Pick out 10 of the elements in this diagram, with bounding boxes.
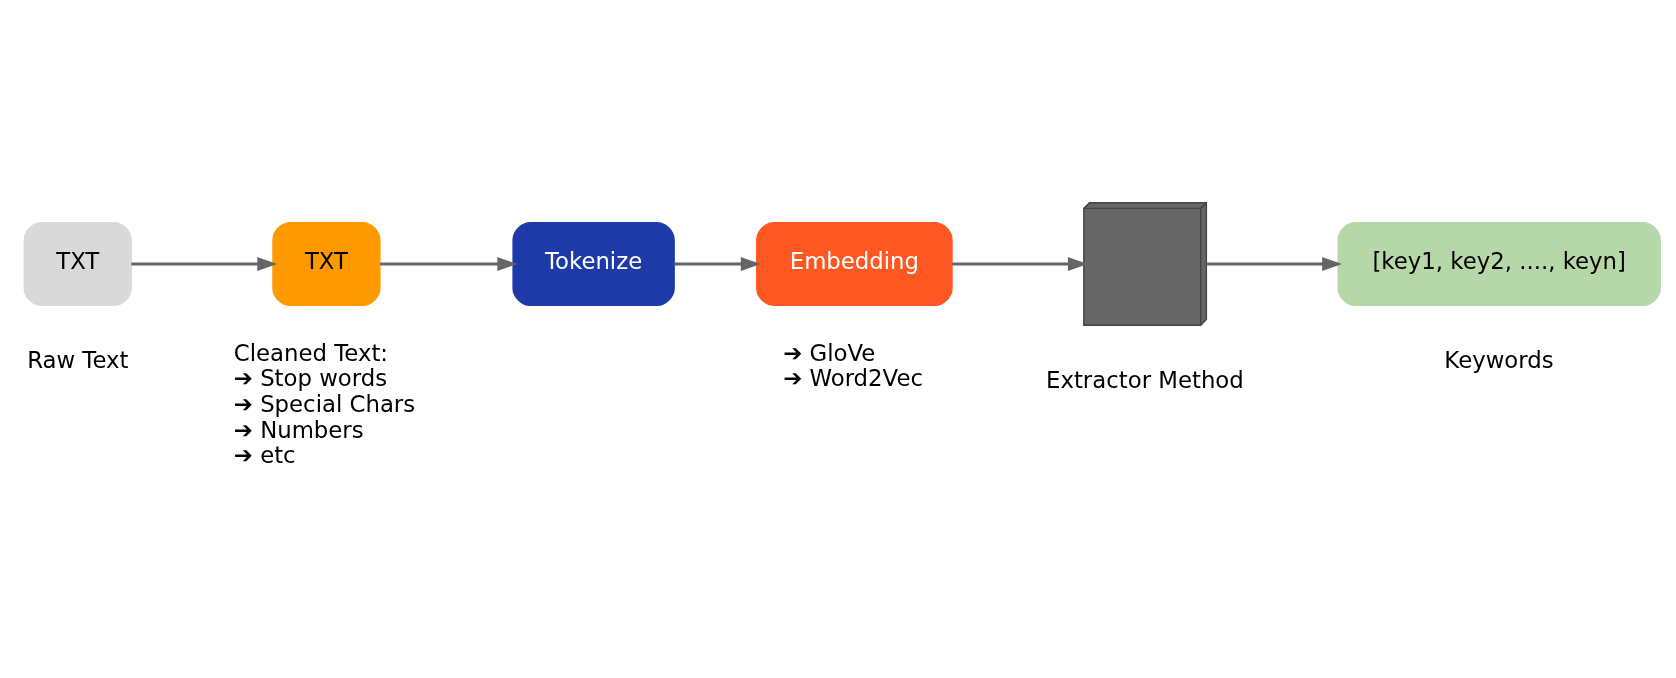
node-label: Keywords (1444, 346, 1554, 373)
node-label: ➔ Numbers (233, 416, 364, 443)
node-label: ➔ etc (233, 441, 296, 468)
node-label: ➔ Stop words (233, 364, 388, 391)
node-label: ➔ Special Chars (233, 390, 416, 417)
node-label: Cleaned Text: (233, 339, 389, 366)
node-label: Extractor Method (1046, 366, 1244, 393)
node-label: Raw Text (27, 346, 129, 373)
node-label: ➔ Word2Vec (783, 364, 923, 391)
node-label: ➔ GloVe (783, 339, 876, 366)
